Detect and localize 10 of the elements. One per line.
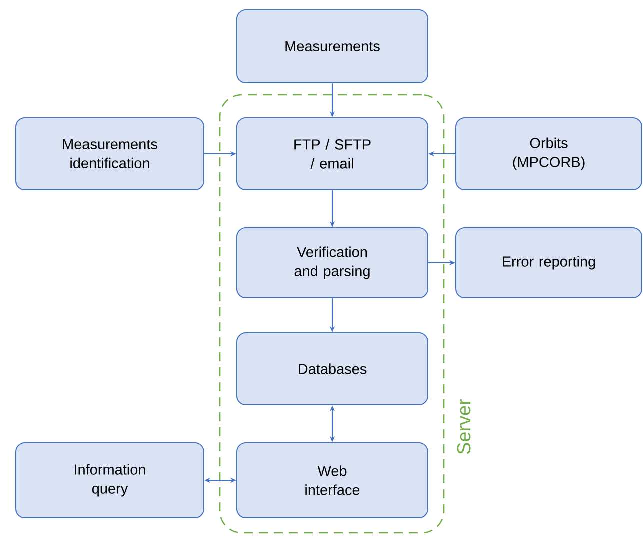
process-box: Information query	[16, 442, 204, 518]
process-box: Measurements identification	[16, 118, 204, 190]
process-box: Orbits (MPCORB)	[456, 118, 642, 190]
process-box: FTP / SFTP / email	[236, 118, 428, 190]
process-box: Verification and parsing	[236, 228, 428, 298]
group-label: Server	[457, 399, 471, 454]
process-box: Web interface	[236, 442, 428, 518]
process-box: Measurements	[236, 10, 428, 84]
process-box: Error reporting	[456, 228, 642, 298]
process-box: Databases	[236, 332, 428, 406]
